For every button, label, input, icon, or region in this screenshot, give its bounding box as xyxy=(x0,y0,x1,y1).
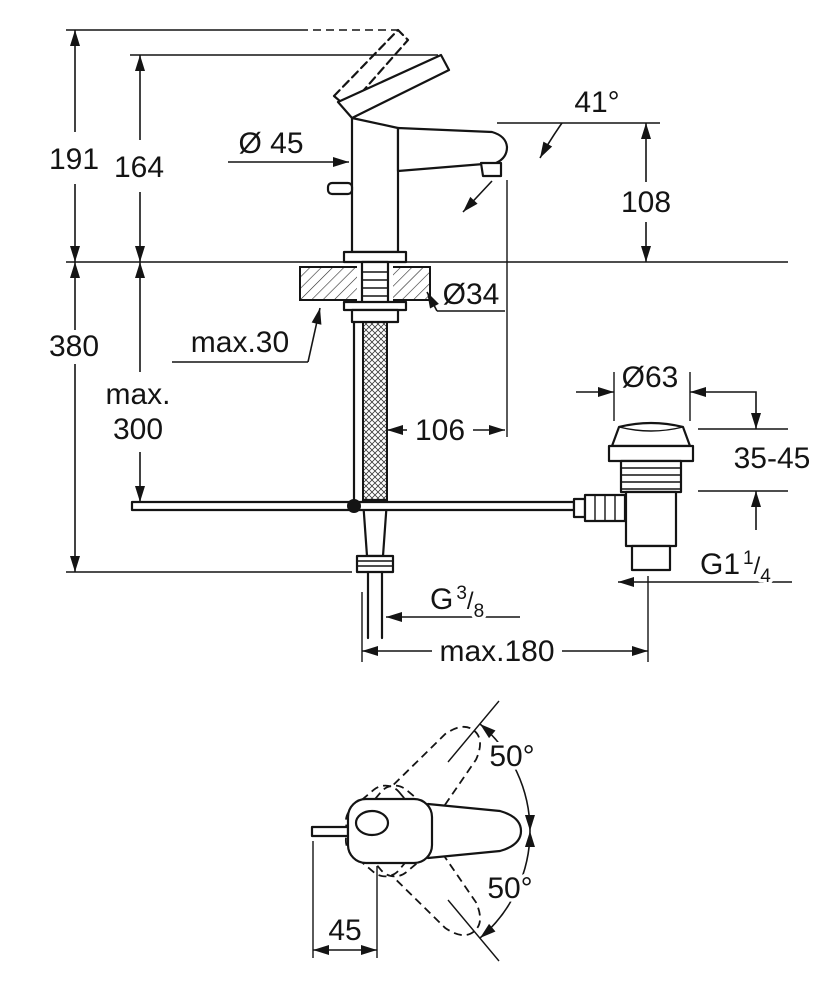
waste-tailpiece xyxy=(630,544,672,572)
dim-label-164: 164 xyxy=(114,151,164,184)
dim-label-300: 300 xyxy=(113,413,163,446)
dim-label-50-up: 50° xyxy=(489,740,534,773)
dim-label-380: 380 xyxy=(49,330,99,363)
popup-knob-plan xyxy=(310,825,350,838)
dim-handle-width-45: 45 xyxy=(312,841,378,958)
dim-label-45: 45 xyxy=(328,914,361,947)
dim-counter-thickness-max30: max.30 xyxy=(172,307,322,363)
side-view: 191 164 380 max. 300 max.30 Ø 45 xyxy=(45,28,814,672)
waste-plug xyxy=(610,421,692,448)
handle-plan-solid xyxy=(310,797,523,865)
dim-label-108: 108 xyxy=(621,186,671,219)
spout xyxy=(396,126,509,173)
dim-waste-diameter-63: Ø63 xyxy=(576,358,761,429)
rod-collar xyxy=(572,497,587,519)
dim-base-diameter-45: Ø 45 xyxy=(228,124,349,167)
top-view: 50° 50° 45 xyxy=(310,700,538,962)
faucet xyxy=(326,28,509,264)
hose-connector xyxy=(355,554,395,574)
dim-label-d45: Ø 45 xyxy=(238,127,303,160)
lever-handle xyxy=(336,53,451,120)
base-plate xyxy=(342,250,408,264)
dim-spray-angle-41: 41° xyxy=(539,83,623,159)
dim-label-191: 191 xyxy=(49,143,99,176)
dim-center-distance-max180: max.180 xyxy=(362,632,648,672)
supply-hose xyxy=(362,321,388,501)
dim-hole-diameter-34: Ø34 xyxy=(426,275,505,315)
waste-thread-section xyxy=(619,459,683,494)
flow-direction-arrow xyxy=(462,180,493,213)
body-plan xyxy=(346,797,434,865)
dim-clamping-range-3545: 35-45 xyxy=(730,439,814,530)
dim-overall-height-191: 191 xyxy=(45,30,103,262)
dim-label-d34: Ø34 xyxy=(443,278,500,311)
dim-label-41deg: 41° xyxy=(574,86,619,119)
aerator xyxy=(479,161,503,178)
drain-assembly xyxy=(572,421,695,572)
dim-rod-reach-max300: max. 300 xyxy=(102,262,174,502)
dim-label-max30: max.30 xyxy=(191,326,289,359)
extension-lines xyxy=(66,29,788,662)
rod-ball-joint xyxy=(347,499,361,513)
popup-knob xyxy=(326,181,354,196)
washer xyxy=(342,300,408,312)
faucet-body xyxy=(350,116,400,254)
dim-body-height-164: 164 xyxy=(110,55,168,262)
mounting-nut xyxy=(350,308,400,324)
swivel-reference-lines xyxy=(447,700,500,962)
dim-spout-reach-106: 106 xyxy=(387,411,505,451)
dim-under-counter-380: 380 xyxy=(45,262,103,572)
installation xyxy=(130,260,576,640)
dim-swivel-up-50: 50° xyxy=(479,723,538,832)
lever-plan xyxy=(426,802,523,860)
cartridge-oval xyxy=(354,809,390,837)
waste-body xyxy=(624,490,678,548)
waste-flange xyxy=(607,444,695,463)
dim-spout-height-108: 108 xyxy=(617,123,675,262)
dim-label-max: max. xyxy=(105,378,170,411)
dim-label-106: 106 xyxy=(415,414,465,447)
dim-label-50-down: 50° xyxy=(487,872,532,905)
dim-label-3545: 35-45 xyxy=(734,442,811,475)
dim-swivel-down-50: 50° xyxy=(479,830,536,939)
dim-label-d63: Ø63 xyxy=(622,361,679,394)
dim-label-max180: max.180 xyxy=(439,635,554,668)
